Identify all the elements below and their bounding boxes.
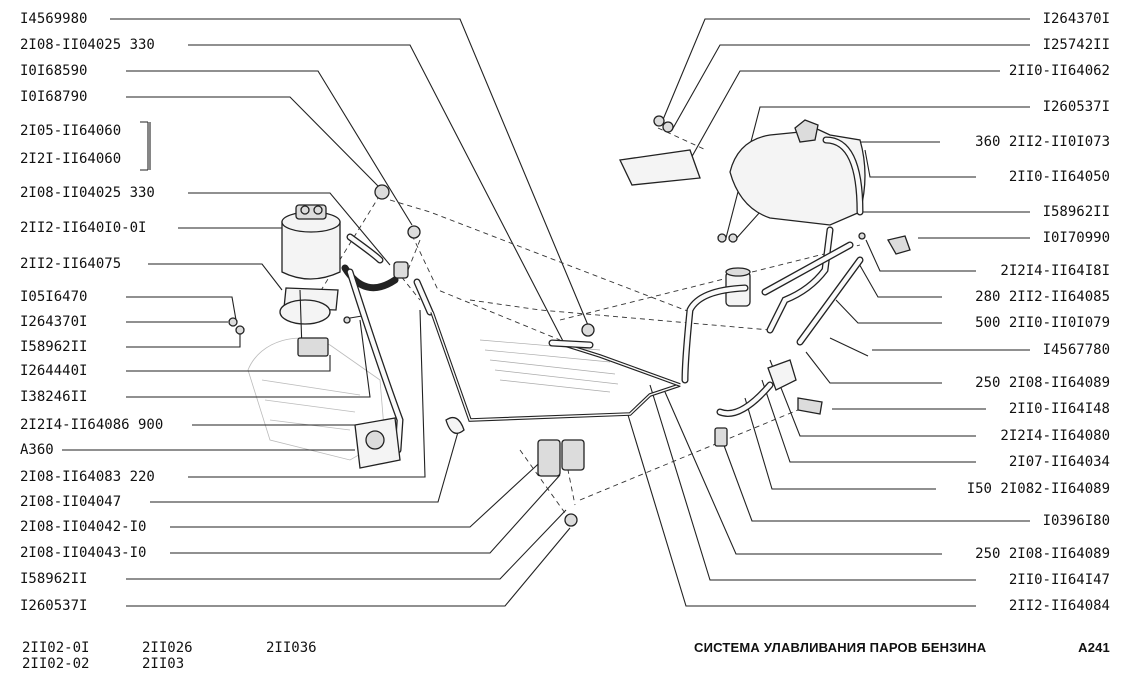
label-right-11: 500 2II0-II0I079 (975, 315, 1110, 331)
page-code: A241 (1078, 640, 1110, 655)
label-right-10: 280 2II2-II64085 (975, 289, 1110, 305)
throttle-body (354, 417, 401, 469)
model-code-3: 2II026 (142, 640, 193, 656)
label-left-18: 2I08-II04047 (20, 494, 122, 510)
canister-hoses (341, 184, 434, 454)
label-right-18: I0396I80 (1042, 513, 1110, 529)
fasteners-left (228, 315, 363, 335)
main-vapor-tube (430, 311, 681, 422)
label-left-21: I58962II (20, 571, 88, 587)
label-left-09: 2II2-II64075 (20, 256, 122, 272)
label-left-12: I58962II (20, 339, 88, 355)
label-left-07: 2I08-II04025 330 (20, 185, 155, 201)
label-right-17: I50 2I082-II64089 (966, 481, 1110, 497)
label-right-06: 2II0-II64050 (1008, 169, 1110, 185)
label-left-16: A360 (20, 442, 54, 458)
leader-lines-right (627, 18, 1030, 607)
label-left-01: I4569980 (20, 11, 88, 27)
label-left-14: I38246II (20, 389, 88, 405)
label-left-13: I264440I (20, 363, 88, 379)
label-right-09: 2I2I4-II64I8I (1000, 263, 1110, 279)
label-right-02: I25742II (1042, 37, 1110, 53)
model-code-2: 2II02-02 (22, 656, 90, 672)
adsorber-canister (279, 204, 341, 357)
label-right-12: I4567780 (1042, 342, 1110, 358)
label-right-19: 250 2I08-II64089 (975, 546, 1110, 562)
label-right-13: 250 2I08-II64089 (975, 375, 1110, 391)
label-right-15: 2I2I4-II64080 (1000, 428, 1110, 444)
label-left-03: I0I68590 (20, 63, 88, 79)
label-left-02: 2I08-II04025 330 (20, 37, 155, 53)
fuel-tank (717, 119, 866, 243)
label-right-04: I260537I (1042, 99, 1110, 115)
label-right-16: 2I07-II64034 (1008, 454, 1110, 470)
label-left-20: 2I08-II04043-I0 (20, 545, 147, 561)
label-right-21: 2II2-II64084 (1008, 598, 1110, 614)
diagram-title: СИСТЕМА УЛАВЛИВАНИЯ ПАРОВ БЕНЗИНА (694, 640, 987, 655)
label-left-19: 2I08-II04042-I0 (20, 519, 147, 535)
model-code-1: 2II02-0I (22, 640, 90, 656)
label-right-08: I0I70990 (1042, 230, 1110, 246)
model-code-5: 2II036 (266, 640, 317, 656)
label-right-03: 2II0-II64062 (1008, 63, 1110, 79)
label-right-20: 2II0-II64I47 (1008, 572, 1110, 588)
label-left-17: 2I08-II64083 220 (20, 469, 155, 485)
label-left-22: I260537I (20, 598, 88, 614)
label-right-14: 2II0-II64I48 (1008, 401, 1110, 417)
separator-and-hoses (681, 226, 911, 447)
leader-lines-left (62, 18, 591, 607)
label-right-01: I264370I (1042, 11, 1110, 27)
label-right-05: 360 2II2-II0I073 (975, 134, 1110, 150)
label-left-11: I264370I (20, 314, 88, 330)
intake-ghost-lines (479, 339, 619, 393)
label-left-15: 2I2I4-II64086 900 (20, 417, 164, 433)
upper-bracket (619, 115, 701, 186)
label-right-07: I58962II (1042, 204, 1110, 220)
label-left-05: 2I05-II64060 (20, 123, 122, 139)
label-left-04: I0I68790 (20, 89, 88, 105)
label-left-10: I05I6470 (20, 289, 88, 305)
label-left-08: 2II2-II640I0-0I (20, 220, 147, 236)
model-code-4: 2II03 (142, 656, 185, 672)
clip-and-valve (445, 416, 585, 527)
label-left-06: 2I2I-II64060 (20, 151, 122, 167)
